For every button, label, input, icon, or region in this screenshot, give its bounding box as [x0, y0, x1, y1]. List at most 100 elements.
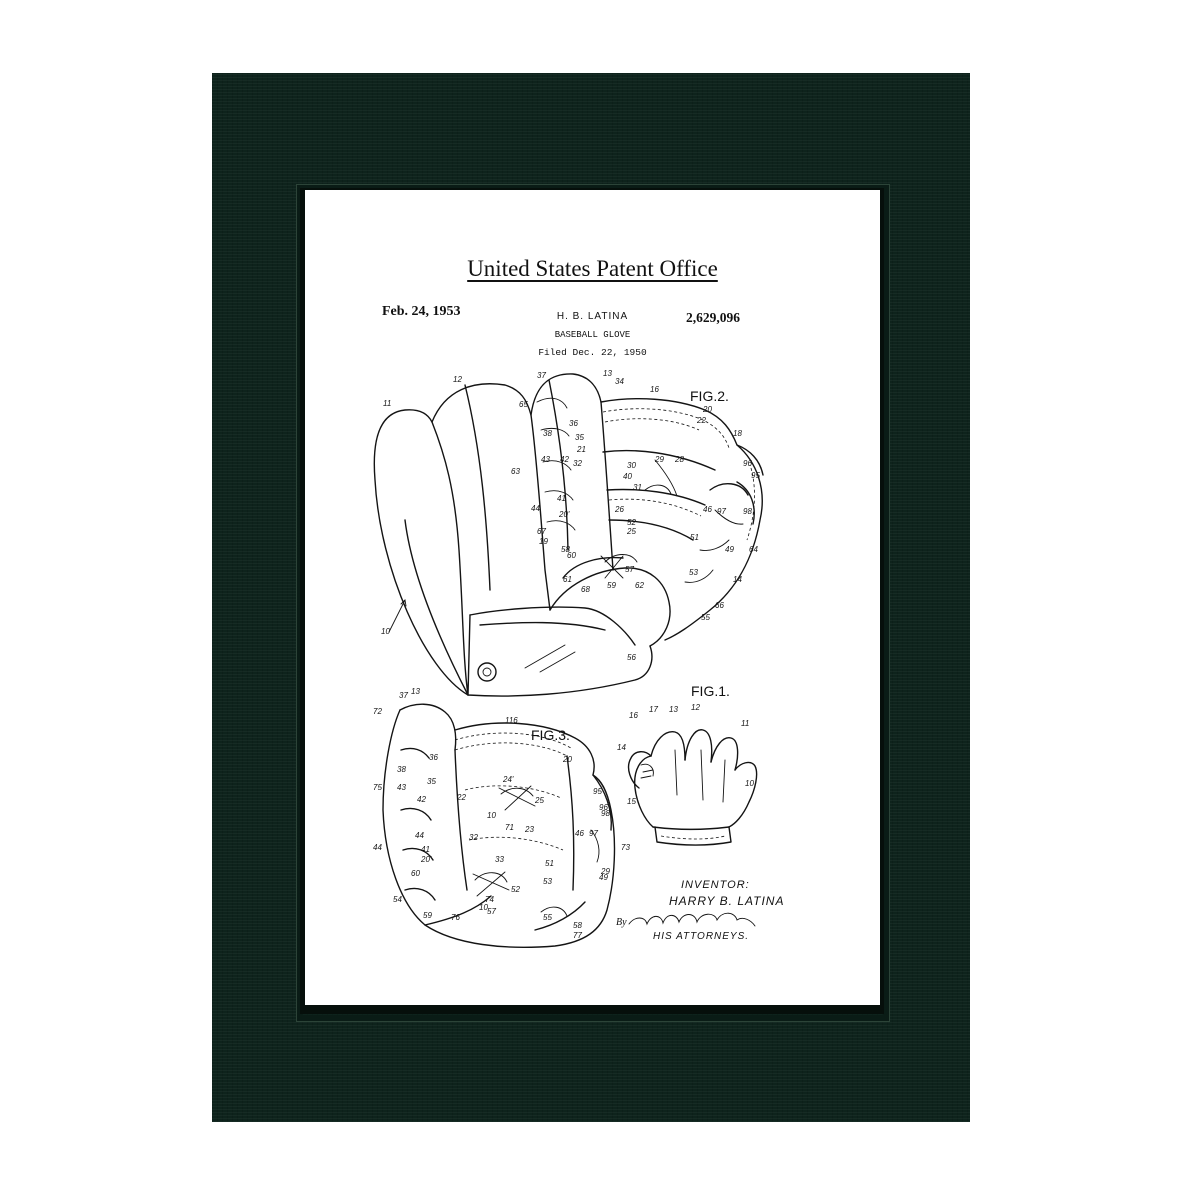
patent-subject: BASEBALL GLOVE — [554, 330, 631, 340]
svg-text:77: 77 — [573, 931, 582, 940]
svg-text:54: 54 — [393, 895, 402, 904]
svg-text:19: 19 — [539, 537, 548, 546]
svg-text:43: 43 — [541, 455, 550, 464]
svg-text:41: 41 — [557, 494, 566, 503]
svg-text:32: 32 — [573, 459, 582, 468]
fig-3-label: FIG.3. — [531, 727, 570, 743]
svg-text:18: 18 — [733, 429, 742, 438]
svg-text:11: 11 — [741, 719, 749, 728]
svg-text:38: 38 — [543, 429, 552, 438]
svg-text:57: 57 — [625, 565, 634, 574]
svg-text:97: 97 — [589, 829, 598, 838]
svg-text:11: 11 — [383, 399, 391, 408]
patent-number: 2,629,096 — [686, 310, 740, 325]
svg-text:95: 95 — [751, 471, 760, 480]
svg-text:59: 59 — [423, 911, 432, 920]
svg-text:97: 97 — [717, 507, 726, 516]
frame-mat-bevel — [296, 184, 890, 1022]
svg-text:51: 51 — [545, 859, 554, 868]
svg-text:22: 22 — [456, 793, 466, 802]
svg-text:13: 13 — [411, 687, 420, 696]
svg-text:44: 44 — [415, 831, 424, 840]
svg-text:23: 23 — [524, 825, 534, 834]
svg-text:43: 43 — [397, 783, 406, 792]
svg-text:14: 14 — [617, 743, 626, 752]
svg-text:32: 32 — [469, 833, 478, 842]
svg-text:24': 24' — [502, 775, 514, 784]
svg-text:55: 55 — [701, 613, 710, 622]
svg-text:59: 59 — [607, 581, 616, 590]
svg-text:28: 28 — [674, 455, 684, 464]
svg-text:36: 36 — [569, 419, 578, 428]
svg-text:42: 42 — [560, 455, 569, 464]
inventor-heading: INVENTOR: — [681, 879, 750, 891]
svg-text:13: 13 — [669, 705, 678, 714]
patent-drawing: 11 12 37 13 34 16 65 36 38 35 22 20 18 2… — [373, 369, 764, 948]
svg-text:41: 41 — [421, 845, 430, 854]
svg-text:26: 26 — [614, 505, 624, 514]
svg-text:53: 53 — [543, 877, 552, 886]
svg-text:25: 25 — [534, 796, 544, 805]
svg-text:36: 36 — [429, 753, 438, 762]
svg-text:37: 37 — [537, 371, 546, 380]
svg-text:44: 44 — [373, 843, 382, 852]
svg-text:13: 13 — [603, 369, 612, 378]
svg-text:98: 98 — [601, 809, 610, 818]
patent-date: Feb. 24, 1953 — [382, 304, 461, 319]
svg-text:20': 20' — [420, 855, 432, 864]
attorney-signature-scribble — [628, 912, 756, 927]
svg-text:51: 51 — [690, 533, 699, 542]
svg-text:10: 10 — [381, 627, 390, 636]
svg-text:63: 63 — [511, 467, 520, 476]
svg-text:98: 98 — [743, 507, 752, 516]
svg-text:12: 12 — [453, 375, 462, 384]
svg-text:14: 14 — [733, 575, 742, 584]
svg-text:71: 71 — [505, 823, 514, 832]
svg-text:25: 25 — [626, 527, 636, 536]
svg-text:15: 15 — [627, 797, 636, 806]
svg-text:40: 40 — [623, 472, 632, 481]
svg-text:21: 21 — [576, 445, 586, 454]
svg-text:75: 75 — [373, 783, 382, 792]
svg-text:95: 95 — [593, 787, 602, 796]
svg-text:30: 30 — [627, 461, 636, 470]
svg-text:35: 35 — [575, 433, 584, 442]
svg-text:65: 65 — [519, 400, 528, 409]
svg-text:16: 16 — [629, 711, 638, 720]
figure-1-reference-numerals: 16 17 13 12 11 14 15 10 — [617, 703, 754, 806]
svg-text:66: 66 — [715, 601, 724, 610]
svg-text:60: 60 — [567, 551, 576, 560]
svg-text:67: 67 — [537, 527, 546, 536]
svg-text:29: 29 — [600, 867, 610, 876]
svg-text:17: 17 — [649, 705, 658, 714]
svg-text:33: 33 — [495, 855, 504, 864]
figure-1-glove-drawing — [627, 729, 758, 846]
svg-text:10: 10 — [479, 903, 488, 912]
svg-text:68: 68 — [581, 585, 590, 594]
svg-text:72: 72 — [373, 707, 382, 716]
svg-text:20: 20 — [702, 405, 712, 414]
svg-text:22: 22 — [696, 416, 706, 425]
attorneys-label: HIS ATTORNEYS. — [653, 931, 750, 942]
svg-text:31: 31 — [633, 483, 642, 492]
svg-text:49: 49 — [599, 873, 608, 882]
svg-text:74: 74 — [485, 895, 494, 904]
svg-text:16: 16 — [650, 385, 659, 394]
svg-text:52: 52 — [627, 518, 636, 527]
figure-2-glove-drawing — [373, 373, 764, 697]
svg-text:55: 55 — [543, 913, 552, 922]
figure-2-reference-numerals: 11 12 37 13 34 16 65 36 38 35 22 20 18 2… — [381, 369, 760, 662]
figure-3-reference-numerals: 37 13 72 116 36 38 20 35 24' 75 43 42 25… — [373, 687, 630, 940]
svg-text:10: 10 — [487, 811, 496, 820]
svg-text:76: 76 — [451, 913, 460, 922]
fig-2-label: FIG.2. — [690, 388, 729, 404]
inventor-name: H. B. LATINA — [556, 311, 629, 322]
svg-text:62: 62 — [635, 581, 644, 590]
svg-text:53: 53 — [689, 568, 698, 577]
figure-3-glove-drawing — [382, 703, 616, 948]
svg-text:116: 116 — [505, 716, 518, 725]
inventor-signature: HARRY B. LATINA — [669, 894, 785, 908]
svg-text:56: 56 — [627, 653, 636, 662]
svg-text:42: 42 — [417, 795, 426, 804]
svg-text:96: 96 — [599, 803, 608, 812]
